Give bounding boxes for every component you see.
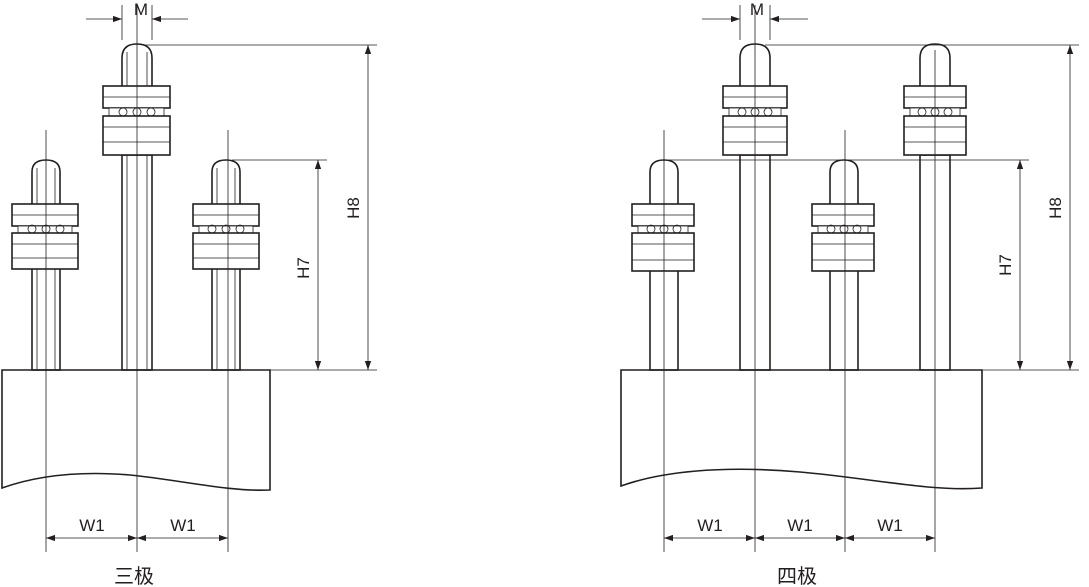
dim-w1-label-b: W1 xyxy=(787,516,813,535)
dim-w1: W1 W1 xyxy=(46,516,228,542)
dim-h7: H7 xyxy=(996,160,1024,370)
extension-lines xyxy=(45,5,377,552)
dim-h7-label: H7 xyxy=(996,254,1015,276)
dim-h7: H7 xyxy=(294,160,322,370)
dim-h8-label: H8 xyxy=(344,197,363,219)
terminal-middle xyxy=(102,43,171,371)
extension-lines xyxy=(663,5,1079,552)
dim-w1-label-b: W1 xyxy=(170,516,196,535)
dim-m: M xyxy=(702,0,808,23)
dim-w1-label-a: W1 xyxy=(79,516,105,535)
terminal-1 xyxy=(631,159,695,371)
three-pole-diagram: M H8 H7 W1 W1 三极 xyxy=(1,0,377,587)
terminal-right xyxy=(192,159,260,371)
four-pole-diagram: M H8 H7 W1 W1 W1 四极 xyxy=(620,0,1079,587)
caption-three-pole: 三极 xyxy=(114,564,154,587)
dim-m: M xyxy=(86,0,188,23)
dim-w1-label-c: W1 xyxy=(877,516,903,535)
dim-w1: W1 W1 W1 xyxy=(664,516,935,542)
dim-h8-label: H8 xyxy=(1046,197,1065,219)
base-block xyxy=(620,369,983,490)
dim-w1-label-a: W1 xyxy=(697,516,723,535)
dim-h7-label: H7 xyxy=(294,257,313,279)
dim-m-label: M xyxy=(134,0,148,19)
base-block xyxy=(1,369,271,492)
dim-m-label: M xyxy=(750,0,764,19)
dim-h8: H8 xyxy=(1046,45,1074,370)
caption-four-pole: 四极 xyxy=(777,564,817,587)
terminal-left xyxy=(11,159,79,371)
dim-h8: H8 xyxy=(344,45,372,370)
terminal-3 xyxy=(811,159,875,371)
